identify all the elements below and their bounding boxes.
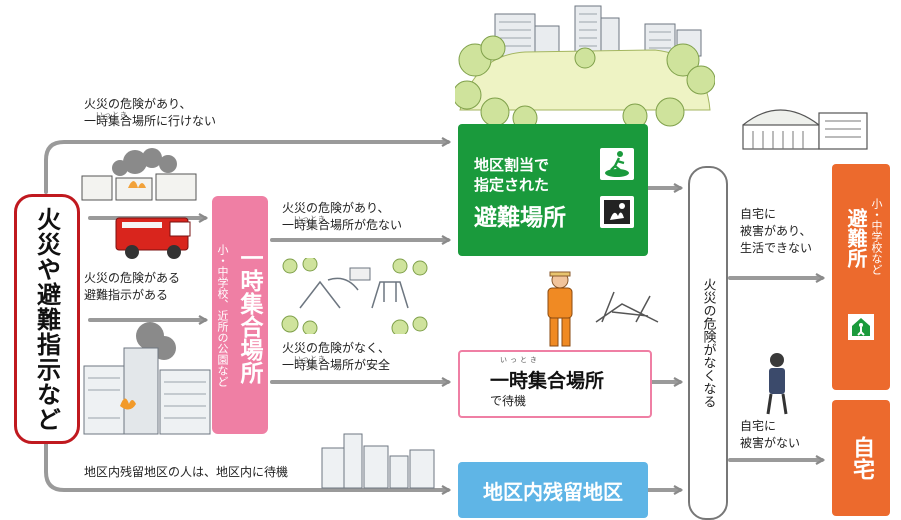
fire-engine-illustration xyxy=(115,217,191,259)
temp-site-label: 一時集合場所 xyxy=(236,246,262,384)
shelter-box: 避難所 小・中学校など xyxy=(832,164,890,390)
playground-illustration xyxy=(281,258,428,334)
home-box: 自宅 xyxy=(832,400,890,516)
wait-box-ruby: いっとき xyxy=(500,356,540,364)
evacuation-site-line1: 地区割当で xyxy=(474,156,550,174)
caption-mid-lower: 火災の危険がなく、 いっとき 一時集合場所が安全 xyxy=(282,341,391,372)
start-box-label: 火災や避難指示など xyxy=(32,206,61,432)
temp-site-sublabel: 小・中学校、近所の公園など xyxy=(216,243,229,387)
skyline-illustration xyxy=(321,433,435,489)
caption-bottom: 地区内残留地区の人は、地区内に待機 xyxy=(84,465,289,479)
caption-right-upper: 自宅に 被害があり、 生活できない xyxy=(740,207,813,255)
shelter-icon xyxy=(848,314,874,340)
shelter-sublabel: 小・中学校など xyxy=(870,198,883,275)
temp-site-wait-box: いっとき 一時集合場所 で待機 xyxy=(458,350,652,418)
evacuation-site-line3: 避難場所 xyxy=(474,205,566,231)
wait-box-title: 一時集合場所 xyxy=(490,370,605,392)
park-city-illustration xyxy=(455,5,715,130)
arrow-top xyxy=(44,142,448,194)
fire-danger-gone-label: 火災の危険がなくなる xyxy=(700,278,716,408)
burning-houses-illustration xyxy=(81,148,197,201)
caption-mid-upper: 火災の危険があり、 いっとき 一時集合場所が危ない xyxy=(282,201,403,232)
collapsed-house-illustration xyxy=(595,291,659,323)
temp-site-box: 一時集合場所 小・中学校、近所の公園など xyxy=(212,196,268,434)
fire-danger-gone-pill: 火災の危険がなくなる xyxy=(688,166,728,520)
fire-escape-icon xyxy=(600,196,634,228)
arrow-bottom xyxy=(44,426,448,490)
residual-area-label: 地区内残留地区 xyxy=(483,479,623,504)
caption-left-mid: 火災の危険がある 避難指示がある xyxy=(84,271,181,302)
home-label: 自宅 xyxy=(849,436,874,480)
start-box: 火災や避難指示など xyxy=(14,194,80,444)
shelter-label: 避難所 xyxy=(844,208,868,268)
student-illustration xyxy=(766,353,788,415)
evacuation-site-icon xyxy=(600,148,634,180)
residual-area-box: 地区内残留地区 xyxy=(458,462,648,518)
wait-box-subtitle: で待機 xyxy=(490,394,527,408)
firefighter-illustration xyxy=(547,271,573,347)
evacuation-site-line2: 指定された xyxy=(474,176,550,194)
school-gym-illustration xyxy=(742,109,868,150)
fire-building-illustration xyxy=(83,322,211,435)
evacuation-site-box: 地区割当で 指定された 避難場所 xyxy=(458,124,648,256)
caption-top: 火災の危険があり、 いっとき 一時集合場所に行けない xyxy=(84,97,217,128)
caption-right-lower: 自宅に 被害がない xyxy=(740,419,801,450)
